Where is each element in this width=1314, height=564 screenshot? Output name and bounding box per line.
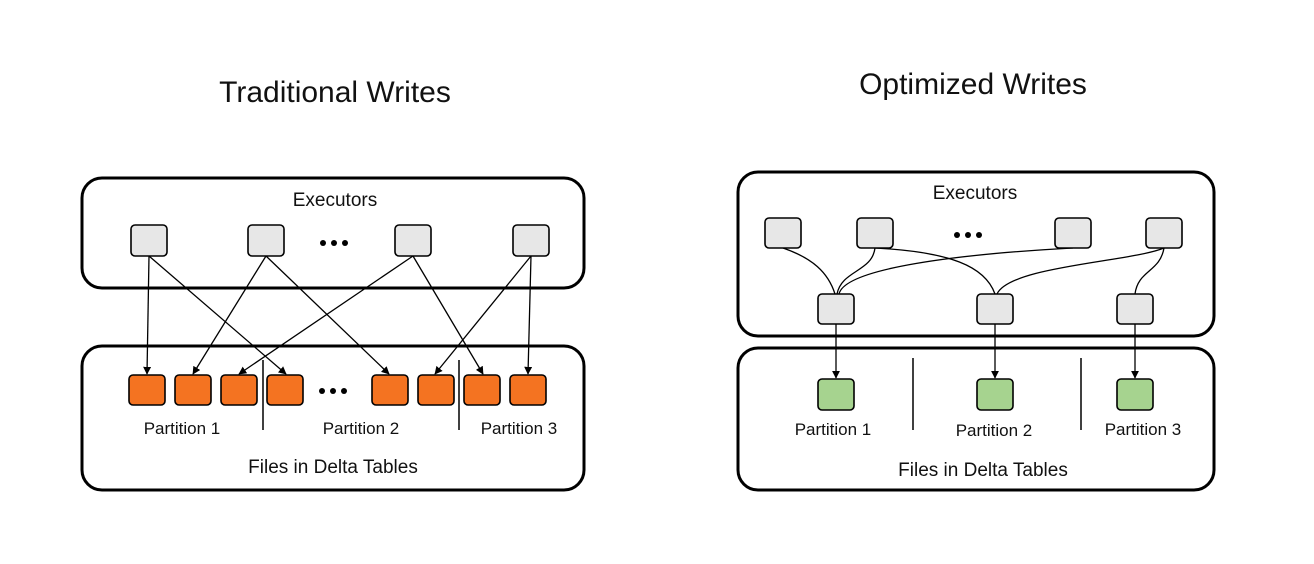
- executor-node: [394, 224, 432, 257]
- shuffle-node: [1116, 293, 1154, 325]
- traditional-write-arrows: [143, 255, 533, 375]
- ellipsis-dot: [320, 240, 326, 246]
- executor-node: [1145, 217, 1183, 249]
- ellipsis-dot: [342, 240, 348, 246]
- executor-node: [130, 224, 168, 257]
- ellipsis-dot: [319, 388, 325, 394]
- file-node: [1116, 378, 1154, 411]
- executor-node: [1054, 217, 1092, 249]
- shuffle-curve: [782, 247, 836, 295]
- shuffle-node: [817, 293, 855, 325]
- arrow: [412, 255, 484, 375]
- optimized-writes-panel: Optimized Writes Executors Files in Delt…: [736, 68, 1216, 492]
- shuffle-curve: [996, 247, 1165, 295]
- file-node: [817, 378, 855, 411]
- file-node: [417, 374, 455, 406]
- shuffle-curve: [1134, 247, 1165, 295]
- arrow: [143, 255, 152, 375]
- executor-node: [247, 224, 285, 257]
- ellipsis-dot: [976, 232, 982, 238]
- executor-node: [512, 224, 550, 257]
- ellipsis-dot: [341, 388, 347, 394]
- optimized-files-label: Files in Delta Tables: [898, 460, 1068, 481]
- ellipsis-dot: [954, 232, 960, 238]
- arrow: [265, 255, 390, 375]
- executor-node: [764, 217, 802, 249]
- files-ellipsis: [319, 388, 347, 394]
- traditional-executors-box: [80, 176, 586, 290]
- file-node: [266, 374, 304, 406]
- ellipsis-dot: [330, 388, 336, 394]
- file-node: [128, 374, 166, 406]
- ellipsis-dot: [331, 240, 337, 246]
- ellipsis-dot: [965, 232, 971, 238]
- optimized-writes-title: Optimized Writes: [859, 68, 1087, 101]
- optimized-files-box: [736, 346, 1216, 492]
- traditional-files-label: Files in Delta Tables: [248, 457, 418, 478]
- traditional-executors-label: Executors: [293, 190, 377, 211]
- file-node: [174, 374, 212, 406]
- partition-label: Partition 1: [144, 419, 221, 438]
- shuffle-curve: [838, 247, 1074, 295]
- executor-node: [856, 217, 894, 249]
- traditional-writes-title: Traditional Writes: [219, 76, 451, 109]
- arrow: [192, 255, 267, 375]
- executors-ellipsis: [320, 240, 348, 246]
- executors-ellipsis: [954, 232, 982, 238]
- partition-label: Partition 1: [795, 420, 872, 439]
- shuffle-curve: [874, 247, 996, 295]
- arrow: [238, 255, 414, 375]
- arrow: [434, 255, 532, 375]
- partition-label: Partition 3: [481, 419, 558, 438]
- file-node: [220, 374, 258, 406]
- arrow: [148, 255, 287, 375]
- shuffle-node: [976, 293, 1014, 325]
- arrow: [524, 255, 533, 375]
- file-node: [509, 374, 547, 406]
- optimized-shuffle-curves: [782, 247, 1165, 295]
- traditional-writes-panel: Traditional Writes Executors Files in De…: [80, 76, 586, 492]
- partition-label: Partition 3: [1105, 420, 1182, 439]
- optimized-write-arrows: [832, 324, 1139, 379]
- file-node: [976, 378, 1014, 411]
- optimized-executors-box: [736, 170, 1216, 338]
- partition-label: Partition 2: [956, 421, 1033, 440]
- file-node: [463, 374, 501, 406]
- file-node: [371, 374, 409, 406]
- optimized-executors-label: Executors: [933, 183, 1017, 204]
- partition-label: Partition 2: [323, 419, 400, 438]
- shuffle-curve: [836, 247, 876, 295]
